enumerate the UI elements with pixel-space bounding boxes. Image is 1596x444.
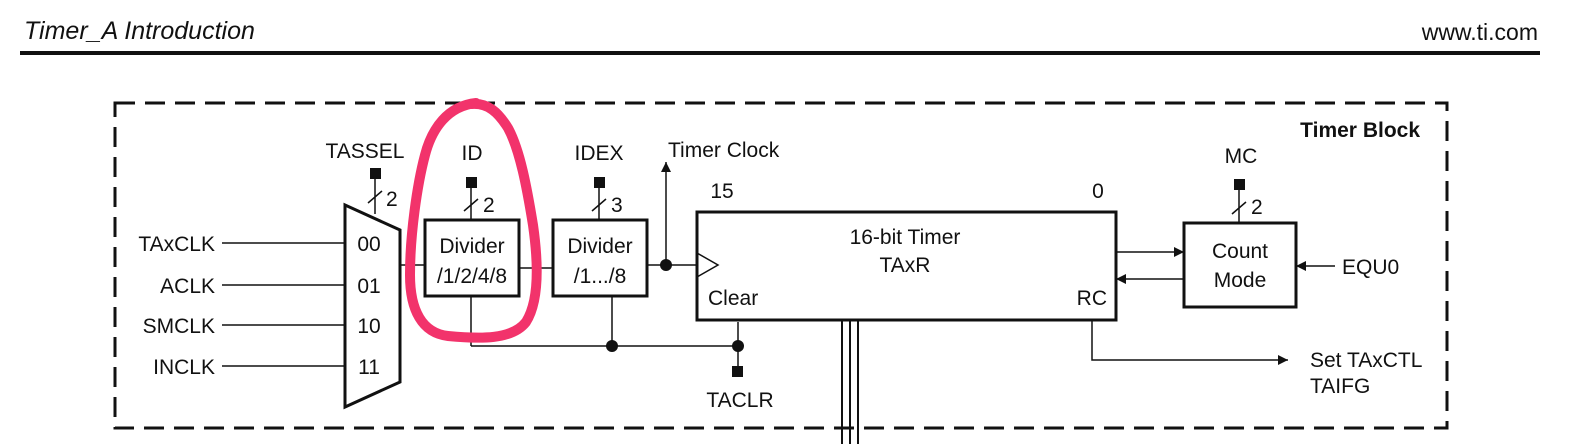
clock-edge-symbol	[696, 252, 720, 278]
timer-register-box	[695, 210, 1118, 322]
idex-label: IDEX	[574, 142, 623, 165]
tassel-label: TASSEL	[326, 140, 405, 163]
count-mode-line2: Mode	[1214, 269, 1267, 292]
taclr-terminal	[732, 366, 743, 377]
page-header-title: Timer_A Introduction	[24, 17, 255, 45]
divider-id-box	[423, 218, 521, 298]
output-label-line2: TAIFG	[1310, 375, 1370, 398]
taclr-label: TACLR	[706, 389, 773, 412]
id-label: ID	[462, 142, 483, 165]
mc-label: MC	[1225, 145, 1258, 168]
mux-code-00: 00	[357, 233, 380, 256]
clock-source-mux	[343, 202, 402, 410]
output-label-line1: Set TAxCTL	[1310, 349, 1422, 372]
input-label-smclk: SMCLK	[143, 315, 215, 338]
input-label-aclk: ACLK	[160, 275, 215, 298]
timer-clear-label: Clear	[708, 287, 758, 310]
timer-clock-label: Timer Clock	[668, 139, 780, 162]
timer-lsb-label: 0	[1092, 180, 1104, 203]
input-label-inclk: INCLK	[153, 356, 215, 379]
divider-idex-box	[551, 218, 649, 298]
mc-terminal	[1234, 179, 1245, 190]
rc-output-line	[1091, 320, 1288, 365]
mux-inputs	[222, 242, 345, 367]
clear-bus-node-2	[732, 340, 744, 352]
timer-block-frame	[113, 101, 1449, 430]
timer-title-line1: 16-bit Timer	[850, 226, 961, 249]
divider-id-line2: /1/2/4/8	[437, 265, 507, 288]
divider-idex-line1: Divider	[567, 235, 632, 258]
count-mode-box	[1182, 221, 1298, 309]
count-mode-line1: Count	[1212, 240, 1268, 263]
tassel-terminal	[370, 168, 381, 179]
page-header-url: www.ti.com	[1421, 19, 1538, 45]
id-bus-width: 2	[483, 194, 495, 217]
mc-bus-width: 2	[1251, 196, 1263, 219]
highlight-circle	[405, 98, 542, 343]
idex-bus-width: 3	[611, 194, 623, 217]
timer-title-line2: TAxR	[880, 254, 931, 277]
clear-bus-node-1	[606, 340, 618, 352]
divider-id-line1: Divider	[439, 235, 504, 258]
timer-block-title: Timer Block	[1300, 119, 1420, 142]
timer-rc-label: RC	[1077, 287, 1107, 310]
mux-code-10: 10	[357, 315, 380, 338]
divider-idex-line2: /1.../8	[574, 265, 627, 288]
idex-terminal	[594, 177, 605, 188]
equ0-label: EQU0	[1342, 256, 1399, 279]
mux-code-01: 01	[357, 275, 380, 298]
header-rule	[20, 51, 1540, 55]
tassel-bus-width: 2	[386, 188, 398, 211]
mux-code-11: 11	[358, 356, 380, 379]
input-label-taxclk: TAxCLK	[138, 233, 215, 256]
timer-output-bus	[841, 320, 859, 444]
id-terminal	[466, 177, 477, 188]
timer-msb-label: 15	[710, 180, 733, 203]
